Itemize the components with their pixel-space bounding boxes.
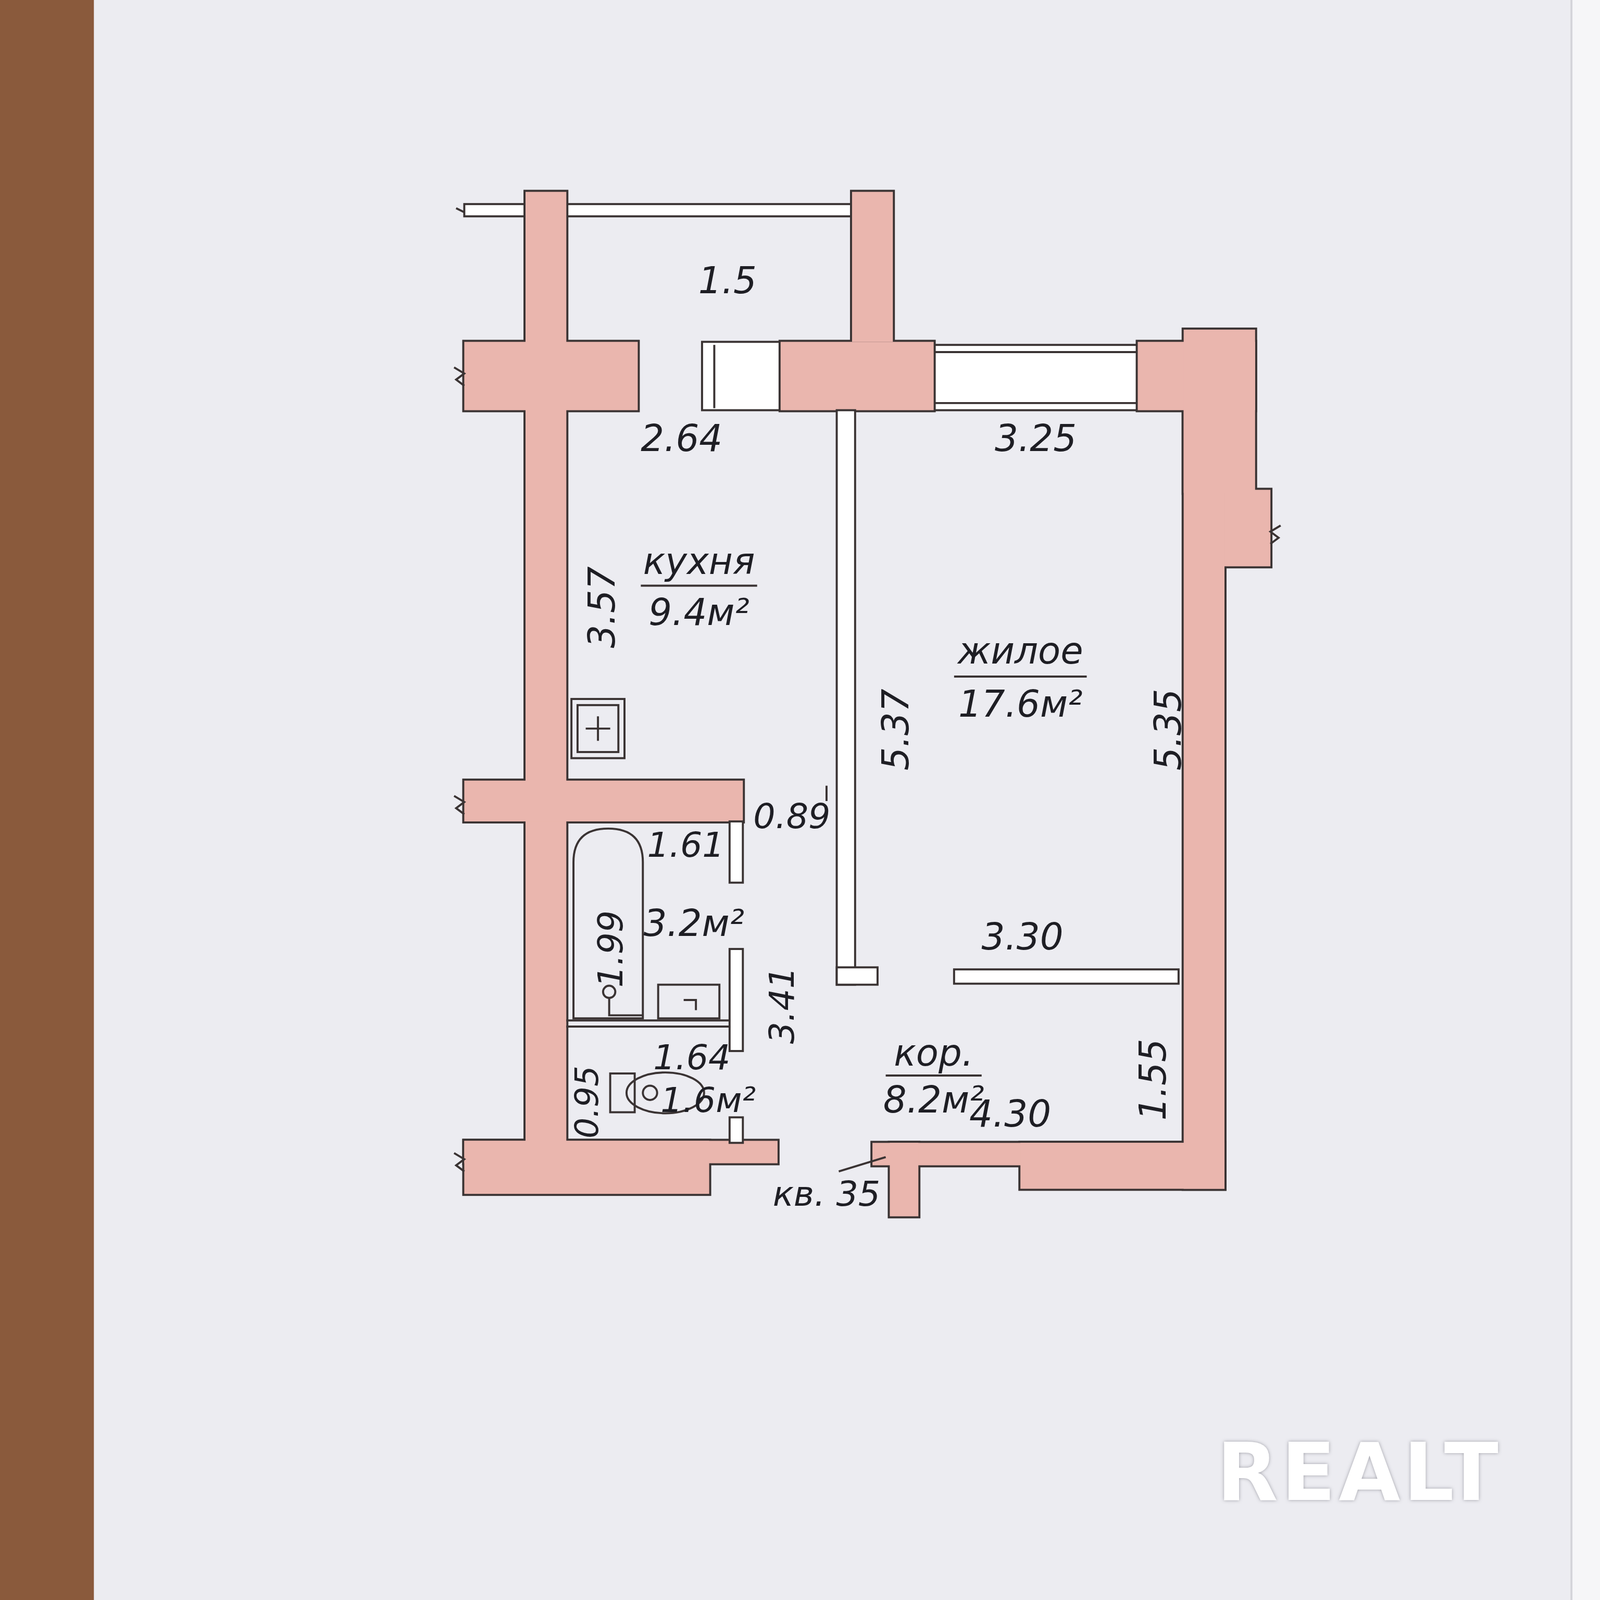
- plan-line: [1224, 489, 1271, 567]
- room-area: 1.6м²: [660, 1082, 756, 1118]
- plan-line: [729, 1117, 743, 1143]
- plan-line: [454, 795, 465, 815]
- plan-line: [702, 341, 1139, 410]
- dimension: 5.37: [877, 688, 915, 771]
- room-area: 3.2м²: [643, 905, 745, 943]
- plan-line: [885, 1074, 982, 1077]
- dimension: 3.57: [583, 566, 621, 648]
- dimension: 3.30: [981, 918, 1064, 956]
- plan-line: [464, 191, 1271, 1217]
- plan-line: [1183, 410, 1225, 1190]
- plan-line: [836, 967, 878, 985]
- dimension: 1.99: [592, 910, 628, 988]
- plan-line: [454, 208, 1281, 1172]
- plan-line: [577, 705, 619, 753]
- plan-line: [640, 585, 1087, 1076]
- plan-line: [1224, 489, 1271, 567]
- plan-line: [610, 1073, 635, 1112]
- plan-line: [464, 341, 638, 410]
- dimension: 3.25: [994, 420, 1077, 458]
- plan-line: [933, 351, 1139, 354]
- plan-line: [836, 410, 856, 985]
- plan-line: [464, 780, 743, 822]
- plan-line: [609, 997, 644, 1016]
- plan-line: [464, 191, 1271, 1217]
- plan-line: [1571, 0, 1600, 1600]
- plan-line: [454, 367, 465, 386]
- plan-line: [780, 341, 934, 410]
- plan-line: [889, 1142, 919, 1217]
- dimension: 1.55: [1134, 1038, 1172, 1121]
- plan-line: [525, 191, 567, 1143]
- plan-line: [566, 1019, 730, 1022]
- plan-line: [464, 341, 638, 410]
- dimension: 4.30: [969, 1095, 1052, 1133]
- plan-line: [571, 698, 625, 759]
- plan-line: [456, 208, 465, 213]
- plan-line: [1020, 1142, 1225, 1189]
- plan-line: [585, 727, 611, 730]
- room-name: жилое: [957, 632, 1084, 670]
- plan-line: [1183, 410, 1225, 1190]
- dimension: 1.64: [653, 1039, 731, 1075]
- plan-line: [454, 1153, 465, 1172]
- plan-line: [642, 1085, 657, 1100]
- plan-line: [1270, 525, 1281, 544]
- plan-line: [1570, 0, 1573, 1600]
- plan-line: [464, 1140, 709, 1194]
- dimension: 3.41: [764, 966, 799, 1044]
- plan-line: [566, 410, 1179, 1144]
- plan-line: [933, 344, 1139, 410]
- room-name: кухня: [643, 542, 756, 580]
- plan-line: [838, 1157, 886, 1172]
- plan-line: [658, 984, 720, 1019]
- plan-line: [573, 828, 643, 1019]
- plan-line: [702, 341, 781, 410]
- plan-line: [640, 584, 757, 587]
- plan-line: [852, 191, 893, 342]
- plan-line: [464, 1140, 709, 1194]
- dimension: 2.64: [640, 420, 723, 458]
- plan-line: [933, 402, 1139, 405]
- plan-line: [729, 948, 743, 1052]
- plan-line: [464, 204, 852, 217]
- plan-line: [954, 969, 1179, 984]
- plan-line: [525, 191, 567, 1143]
- plan-line: [566, 1025, 730, 1028]
- dimension: 0.95: [570, 1065, 604, 1139]
- dimension: 1.5: [698, 262, 757, 300]
- dimension: 5.35: [1150, 688, 1187, 771]
- room-name: кор.: [893, 1034, 974, 1072]
- plan-line: [954, 675, 1087, 678]
- apartment-number: кв. 35: [772, 1176, 881, 1212]
- dimension: 1.61: [646, 827, 724, 863]
- plan-line: [780, 341, 934, 410]
- plan-line: [889, 1142, 919, 1217]
- plan-line: [683, 1000, 697, 1011]
- plan-line: [729, 821, 743, 883]
- room-area: 8.2м²: [883, 1081, 985, 1119]
- plan-line: [713, 344, 716, 408]
- plan-line: [0, 0, 94, 1600]
- plan-line: [1020, 1142, 1225, 1189]
- plan-line: [464, 780, 743, 822]
- room-area: 17.6м²: [958, 685, 1083, 723]
- dimension: 0.89: [753, 798, 831, 834]
- watermark: REALT: [1216, 1432, 1502, 1513]
- plan-line: [852, 191, 893, 342]
- room-area: 9.4м²: [648, 593, 750, 631]
